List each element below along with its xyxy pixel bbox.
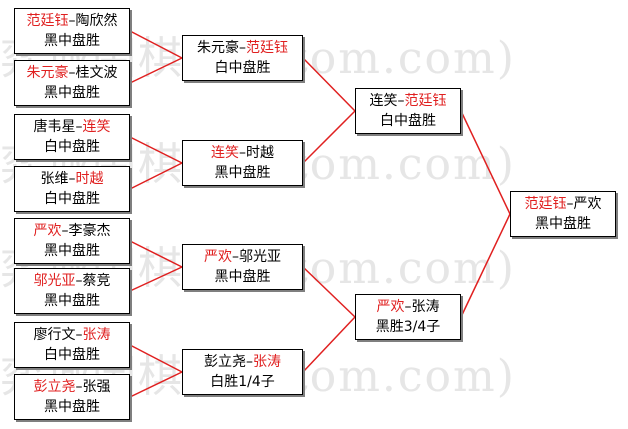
match-r1-1: 范廷钰–陶欣然 黑中盘胜: [14, 8, 130, 54]
match-result: 白中盘胜: [44, 191, 100, 207]
separator: –: [75, 273, 83, 289]
separator: –: [566, 196, 574, 212]
match-result: 黑胜3/4子: [375, 319, 441, 335]
match-result: 白中盘胜: [44, 139, 100, 155]
match-r2-1: 朱元豪–范廷钰 白中盘胜: [182, 35, 303, 81]
match-r2-4: 彭立尧–张涛 白胜1/4子: [182, 349, 303, 395]
player-b: 桂文波: [75, 65, 118, 81]
match-r2-2: 连笑–时越 黑中盘胜: [182, 140, 303, 186]
player-a: 范廷钰: [524, 196, 567, 212]
match-result: 白中盘胜: [44, 347, 100, 363]
match-result: 黑中盘胜: [44, 85, 100, 101]
match-result: 黑中盘胜: [214, 165, 271, 181]
player-b: 张涛: [82, 327, 111, 343]
separator: –: [232, 249, 239, 265]
separator: –: [75, 379, 83, 395]
match-result: 黑中盘胜: [44, 243, 100, 259]
player-a: 朱元豪: [26, 65, 69, 81]
separator: –: [75, 327, 83, 343]
match-r1-5: 严欢–李豪杰 黑中盘胜: [14, 218, 130, 264]
player-b: 范廷钰: [404, 93, 447, 109]
separator: –: [239, 145, 246, 161]
separator: –: [68, 65, 76, 81]
connector-line-11: [302, 266, 356, 318]
connector-line-8: [129, 371, 183, 398]
connector-line-10: [302, 110, 356, 164]
connector-line-7: [129, 344, 183, 373]
match-r1-4: 张维–时越 白中盘胜: [14, 166, 130, 212]
player-a: 范廷钰: [26, 13, 69, 29]
player-b: 张涛: [253, 354, 281, 370]
match-r3-2: 严欢–张涛 黑胜3/4子: [355, 294, 461, 340]
connector-line-3: [129, 136, 183, 164]
separator: –: [397, 93, 405, 109]
player-a: 严欢: [33, 223, 62, 239]
player-a: 张维: [40, 171, 69, 187]
connector-line-12: [302, 316, 356, 373]
connector-line-2: [129, 57, 183, 84]
connector-line-9: [302, 57, 356, 112]
player-b: 连笑: [82, 119, 111, 135]
match-r1-2: 朱元豪–桂文波 黑中盘胜: [14, 60, 130, 106]
separator: –: [61, 223, 69, 239]
connector-line-6: [129, 266, 183, 292]
match-r1-3: 唐韦星–连笑 白中盘胜: [14, 114, 130, 160]
separator: –: [404, 299, 412, 315]
connector-line-14: [460, 213, 511, 318]
separator: –: [68, 171, 76, 187]
player-a: 严欢: [204, 249, 232, 265]
connector-line-4: [129, 162, 183, 190]
player-a: 彭立尧: [33, 379, 76, 395]
player-b: 张涛: [411, 299, 440, 315]
match-final: 范廷钰–严欢 黑中盘胜: [510, 191, 616, 237]
player-a: 彭立尧: [204, 354, 246, 370]
connector-line-5: [129, 240, 183, 268]
player-b: 时越: [75, 171, 104, 187]
match-result: 白中盘胜: [214, 60, 271, 76]
match-result: 黑中盘胜: [44, 399, 100, 415]
player-a: 廖行文: [33, 327, 76, 343]
player-a: 邬光亚: [33, 273, 76, 289]
match-result: 黑中盘胜: [535, 216, 591, 232]
player-b: 严欢: [573, 196, 602, 212]
player-a: 朱元豪: [197, 40, 239, 56]
player-b: 邬光亚: [239, 249, 281, 265]
match-r1-6: 邬光亚–蔡竞 黑中盘胜: [14, 268, 130, 314]
match-r1-7: 廖行文–张涛 白中盘胜: [14, 322, 130, 368]
player-b: 时越: [246, 145, 274, 161]
match-r1-8: 彭立尧–张强 黑中盘胜: [14, 374, 130, 420]
match-result: 黑中盘胜: [44, 33, 100, 49]
connector-line-13: [460, 110, 511, 215]
separator: –: [246, 354, 253, 370]
player-a: 唐韦星: [33, 119, 76, 135]
player-b: 蔡竞: [82, 273, 111, 289]
separator: –: [68, 13, 76, 29]
separator: –: [239, 40, 246, 56]
player-b: 李豪杰: [68, 223, 111, 239]
match-result: 黑中盘胜: [214, 269, 271, 285]
match-result: 白胜1/4子: [210, 374, 275, 390]
match-result: 黑中盘胜: [44, 293, 100, 309]
separator: –: [75, 119, 83, 135]
player-b: 范廷钰: [246, 40, 288, 56]
match-r3-1: 连笑–范廷钰 白中盘胜: [355, 88, 461, 134]
match-result: 白中盘胜: [380, 113, 436, 129]
connector-line-1: [129, 30, 183, 59]
player-a: 连笑: [369, 93, 398, 109]
match-r2-3: 严欢–邬光亚 黑中盘胜: [182, 244, 303, 290]
player-a: 连笑: [211, 145, 239, 161]
player-b: 陶欣然: [75, 13, 118, 29]
player-b: 张强: [82, 379, 111, 395]
player-a: 严欢: [376, 299, 405, 315]
